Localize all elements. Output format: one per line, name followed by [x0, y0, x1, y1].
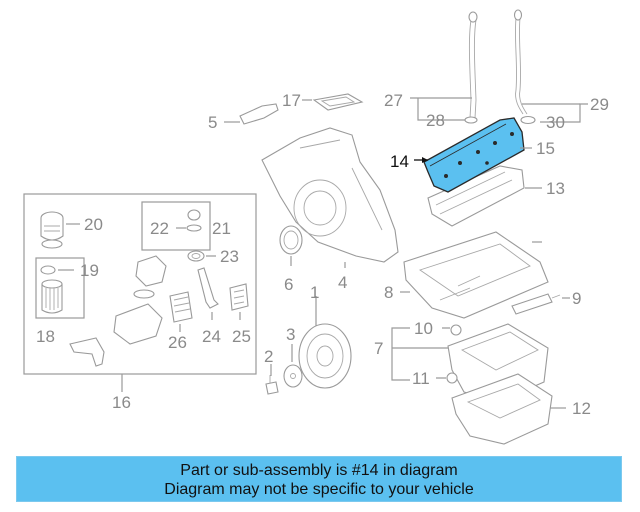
label-28: 28	[426, 111, 445, 130]
part-21-plug	[186, 209, 202, 232]
banner-line-1: Part or sub-assembly is #14 in diagram	[180, 462, 458, 479]
part-25-cover	[229, 283, 249, 311]
part-14-highlighted	[423, 117, 525, 193]
part-8-upper-oil-pan	[403, 231, 549, 319]
label-12: 12	[572, 399, 591, 418]
part-26-gasket	[169, 291, 193, 323]
label-29: 29	[590, 95, 609, 114]
kit-box-18	[35, 257, 85, 319]
label-16: 16	[112, 393, 131, 412]
label-5: 5	[208, 113, 217, 132]
label-19: 19	[80, 261, 99, 280]
part-20-filter-cap	[40, 211, 64, 249]
label-17: 17	[282, 91, 301, 110]
part-24-pipe	[197, 267, 219, 309]
dipstick-left	[464, 11, 478, 124]
part-5-sensor	[239, 103, 279, 125]
part-13-cover	[427, 165, 525, 227]
label-25: 25	[232, 327, 251, 346]
label-6: 6	[284, 275, 293, 294]
label-27: 27	[384, 91, 403, 110]
part-4-timing-cover	[261, 127, 399, 263]
part-17-gasket	[312, 93, 364, 111]
label-11: 11	[412, 369, 430, 388]
label-4: 4	[338, 273, 347, 292]
part-18-filter	[41, 279, 63, 314]
label-23: 23	[220, 247, 239, 266]
kit-box-21	[141, 201, 211, 251]
label-18: 18	[36, 327, 55, 346]
part-12-lower-pan	[451, 373, 553, 445]
part-6-seal	[279, 225, 303, 255]
part-2-bolt	[265, 375, 279, 395]
label-21: 21	[212, 219, 231, 238]
part-3-flexplate	[298, 323, 352, 389]
label-15: 15	[536, 139, 555, 158]
part-3-plate	[283, 364, 303, 388]
label-30: 30	[546, 113, 565, 132]
kit-box-16	[23, 193, 257, 375]
banner-line-2: Diagram may not be specific to your vehi…	[164, 481, 474, 498]
part-9-sealant-tube	[511, 293, 561, 315]
label-14: 14	[390, 152, 409, 171]
label-8: 8	[384, 283, 393, 302]
part-19-ring	[40, 265, 56, 275]
label-13: 13	[546, 179, 565, 198]
label-20: 20	[84, 215, 103, 234]
label-7: 7	[374, 339, 383, 358]
label-24: 24	[202, 327, 221, 346]
label-2: 2	[264, 347, 273, 366]
label-1: 1	[310, 283, 319, 302]
label-10: 10	[414, 319, 433, 338]
info-banner: Part or sub-assembly is #14 in diagram D…	[16, 456, 622, 502]
label-3: 3	[286, 325, 295, 344]
part-23-oring	[187, 250, 205, 262]
label-22: 22	[150, 219, 169, 238]
label-26: 26	[168, 333, 187, 352]
part-oil-filter-housing	[69, 255, 167, 367]
label-9: 9	[572, 289, 581, 308]
dipstick-right	[513, 9, 536, 125]
